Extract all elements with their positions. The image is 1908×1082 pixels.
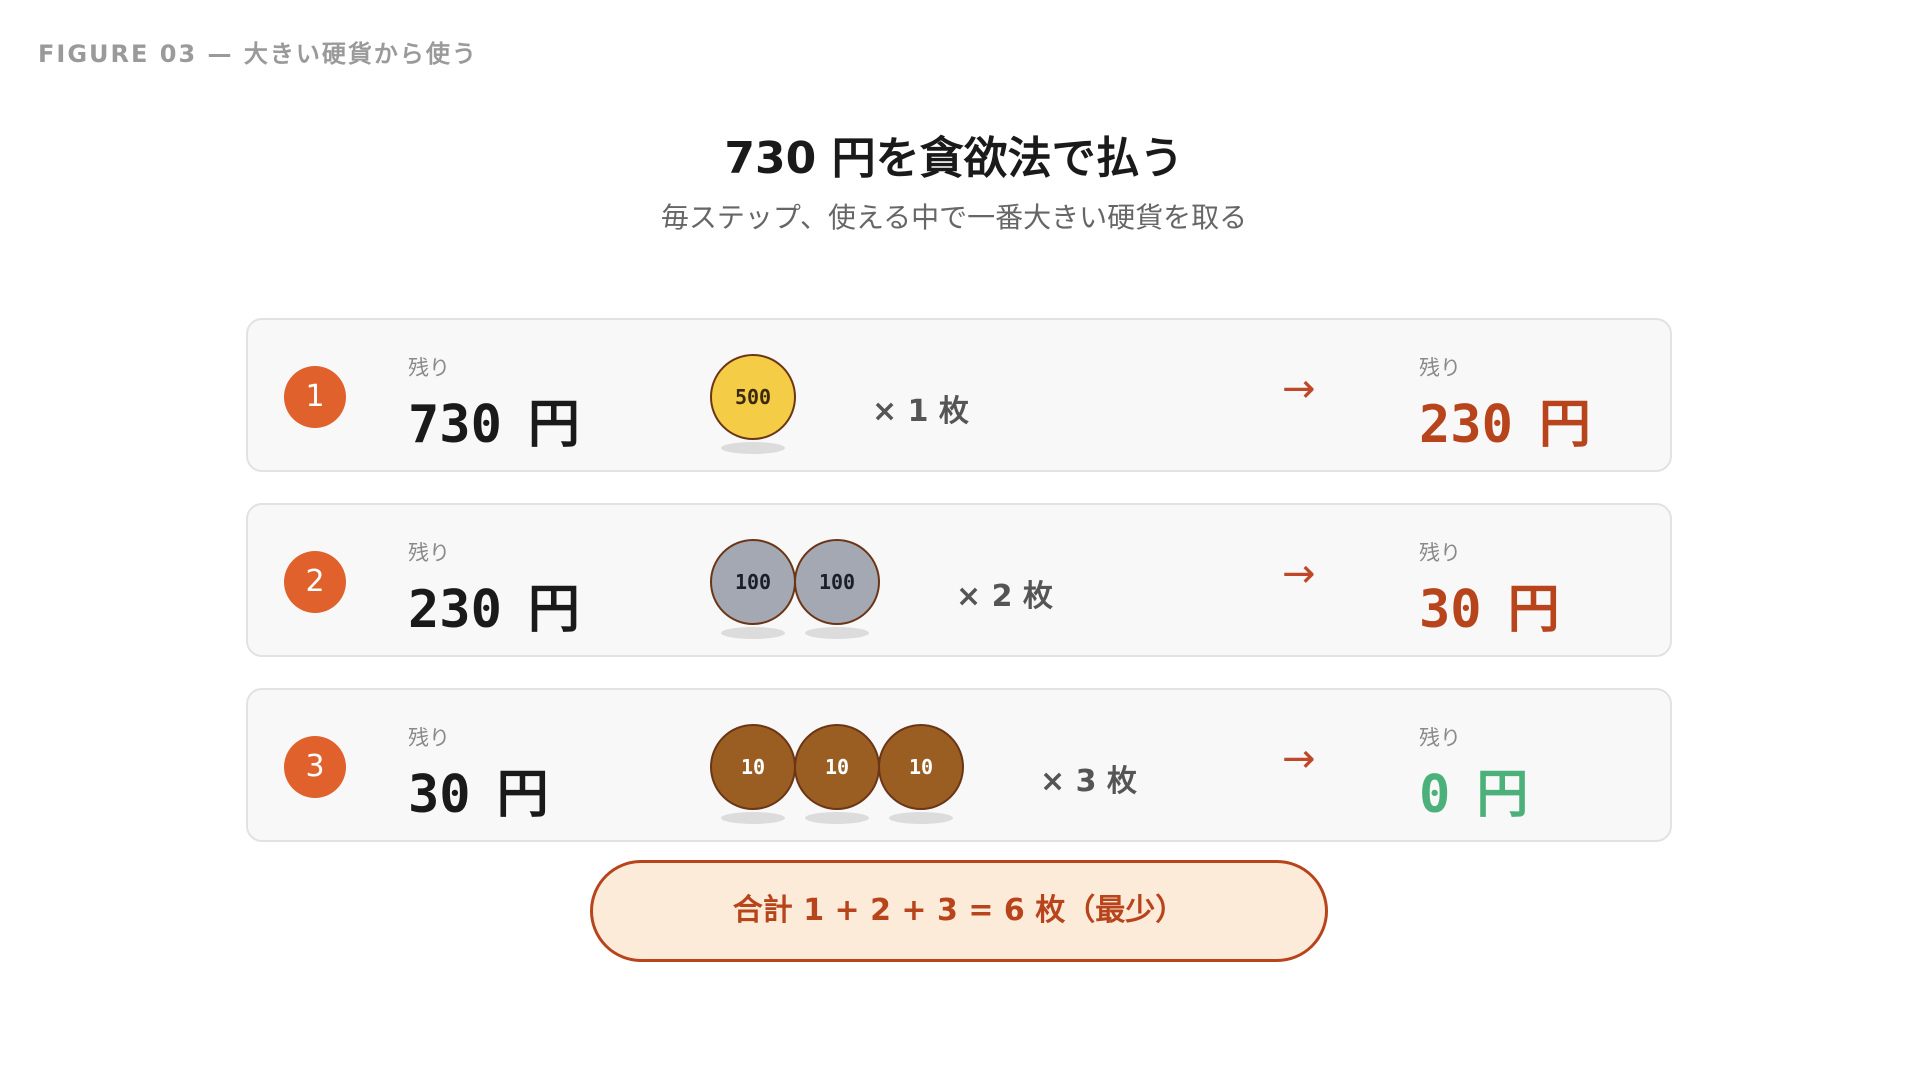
step-number-badge: 3 [284,736,346,798]
coin-face: 10 [878,724,964,810]
diagram-title: 730 円を貪欲法で払う [724,133,1184,184]
amount-value: 30 [1419,580,1482,640]
coin-face: 500 [710,354,796,440]
yen-unit: 円 [527,395,580,455]
coin-shadow [721,627,785,639]
remaining-before-amount: 30 円 [408,752,549,827]
yen-unit: 円 [1476,765,1529,825]
arrow-right-icon: → [1282,366,1316,412]
coin-count: × 3 枚 [1040,764,1137,799]
remaining-after-label: 残り [1419,726,1461,750]
remaining-before-amount: 730 円 [408,382,580,457]
coin-shadow [805,627,869,639]
remaining-after-label: 残り [1419,356,1461,380]
figure-label: FIGURE 03 — 大きい硬貨から使う [38,40,478,68]
amount-value: 730 [408,395,502,455]
remaining-before-amount: 230 円 [408,567,580,642]
remaining-before-label: 残り [408,541,450,565]
amount-value: 30 [408,765,471,825]
remaining-before-label: 残り [408,356,450,380]
coin-shadow [721,812,785,824]
amount-value: 230 [1419,395,1513,455]
coin-shadow [721,442,785,454]
coin-count: × 2 枚 [956,579,1053,614]
yen-unit: 円 [527,580,580,640]
coin-face: 100 [710,539,796,625]
coin-face: 100 [794,539,880,625]
coin-10-yen: 10 [878,724,964,834]
amount-value: 0 [1419,765,1451,825]
remaining-before-label: 残り [408,726,450,750]
step-row: 1 残り 730 円 500 × 1 枚 → 残り 230 円 [246,318,1672,472]
coin-100-yen: 100 [710,539,796,649]
remaining-after-amount: 230 円 [1419,382,1591,457]
coin-10-yen: 10 [794,724,880,834]
diagram-subtitle: 毎ステップ、使える中で一番大きい硬貨を取る [660,201,1248,234]
coin-500-yen: 500 [710,354,796,464]
summary-pill: 合計 1 + 2 + 3 = 6 枚（最少） [590,860,1328,962]
coin-count: × 1 枚 [872,394,969,429]
step-number-badge: 1 [284,366,346,428]
yen-unit: 円 [1538,395,1591,455]
remaining-after-label: 残り [1419,541,1461,565]
coin-face: 10 [710,724,796,810]
coin-face: 10 [794,724,880,810]
coin-shadow [805,812,869,824]
coin-shadow [889,812,953,824]
coin-10-yen: 10 [710,724,796,834]
step-number-badge: 2 [284,551,346,613]
coin-100-yen: 100 [794,539,880,649]
amount-value: 230 [408,580,502,640]
remaining-after-amount: 30 円 [1419,567,1560,642]
arrow-right-icon: → [1282,551,1316,597]
yen-unit: 円 [1507,580,1560,640]
yen-unit: 円 [496,765,549,825]
arrow-right-icon: → [1282,736,1316,782]
